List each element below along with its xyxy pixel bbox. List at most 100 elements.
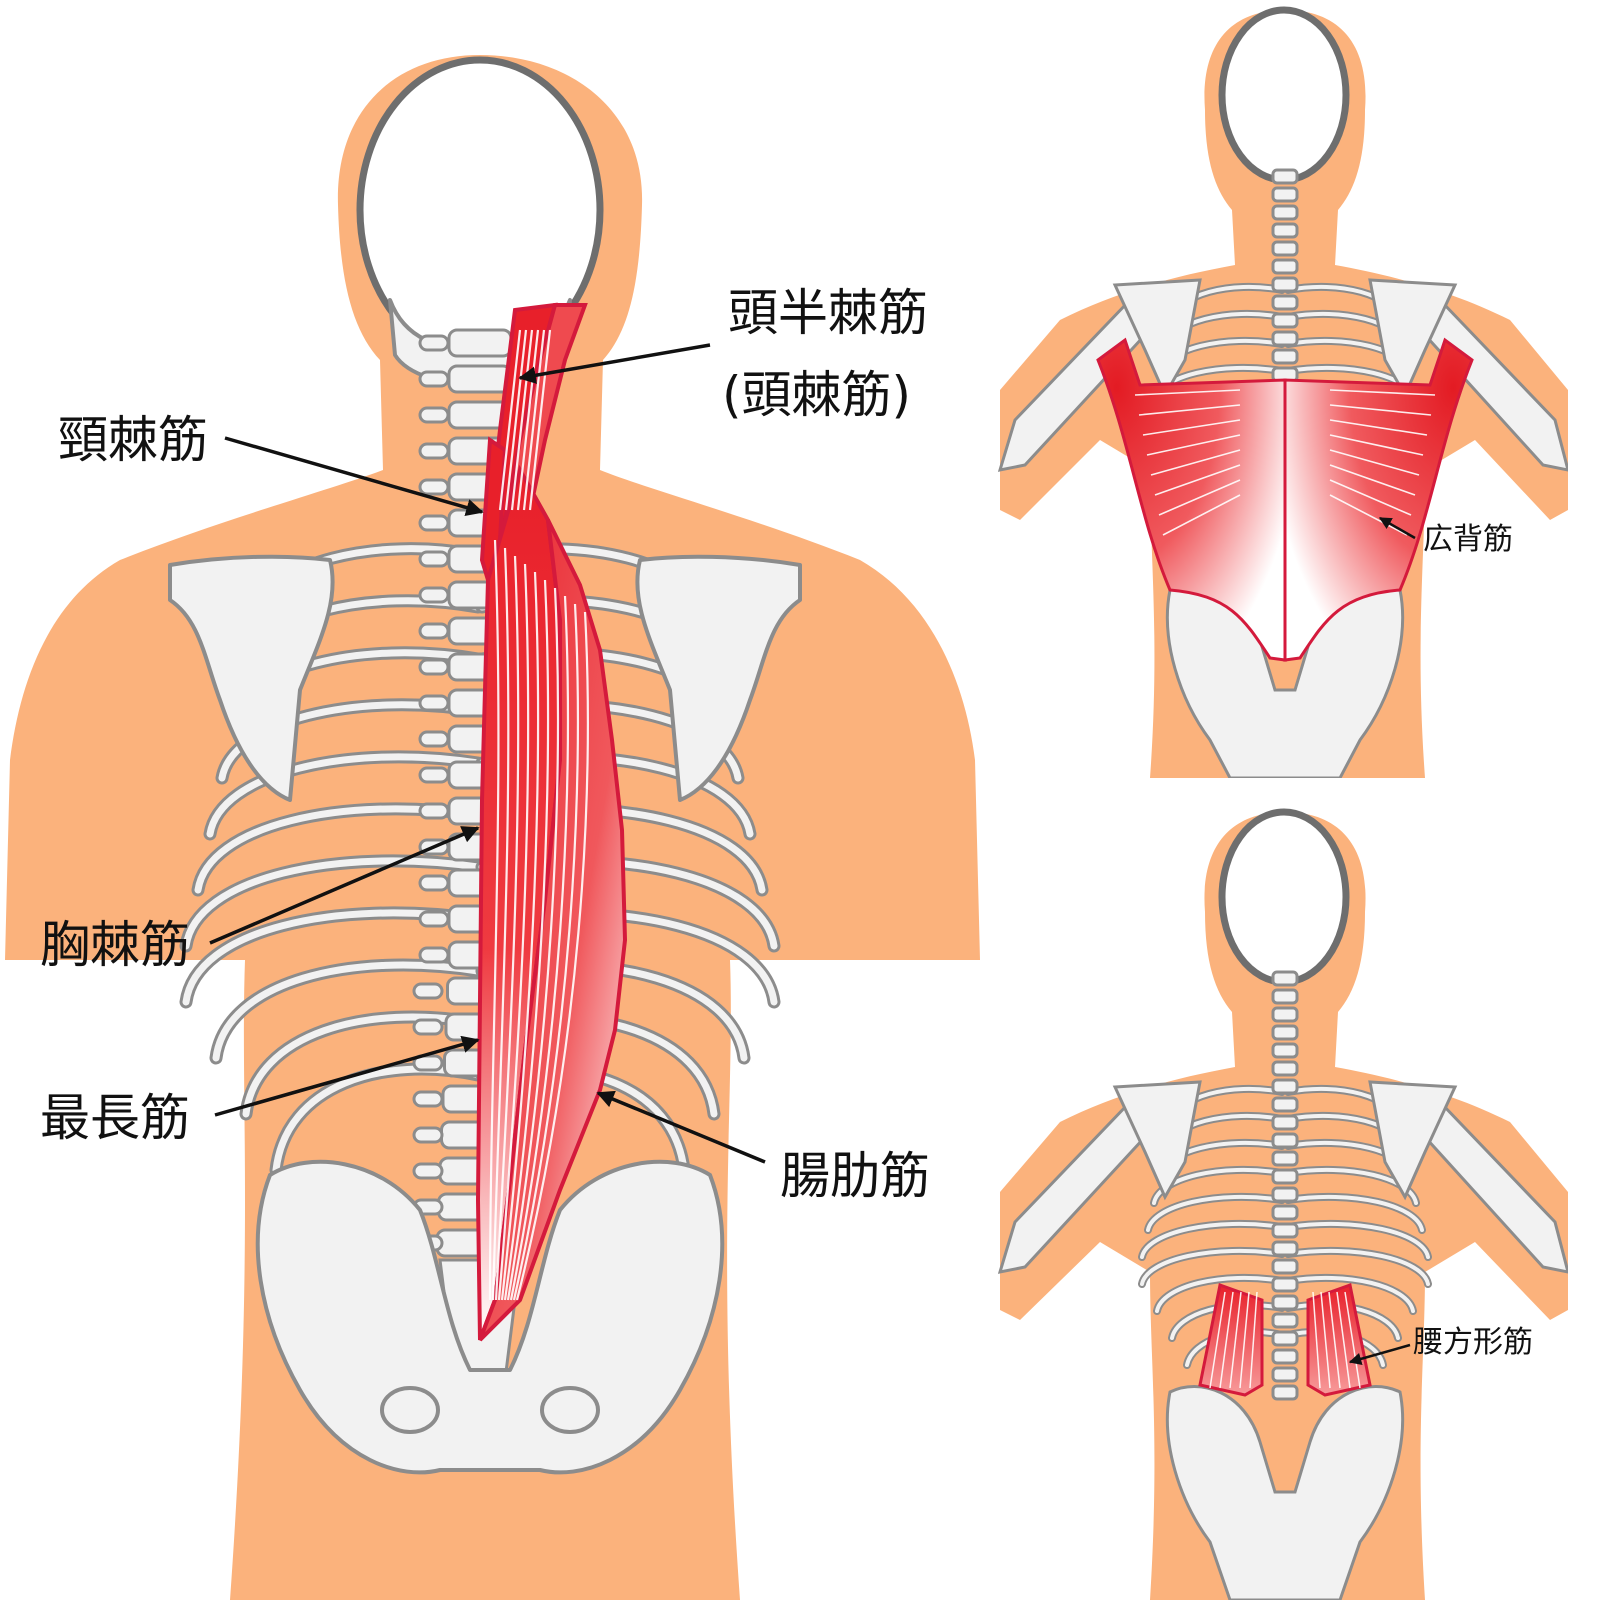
lat-fiber-left [1150, 449, 1241, 476]
leader-semispinalis [518, 343, 711, 384]
ql-fiber-left [1219, 1291, 1234, 1389]
ql-fiber-right [1336, 1291, 1351, 1389]
lat-head [1218, 6, 1350, 184]
ql-vertebra [1271, 1150, 1299, 1167]
main-right-obturator [540, 1386, 600, 1434]
lat-fiber-right [1329, 464, 1416, 496]
ql-vertebra [1271, 1276, 1299, 1293]
lat-vertebra [1271, 330, 1299, 347]
main-transverse-process [418, 730, 450, 748]
ql-vertebra [1271, 1114, 1299, 1131]
main-transverse-process [418, 370, 450, 388]
lat-fiber-left [1146, 434, 1241, 456]
main-transverse-process [418, 586, 450, 604]
lat-vertebra [1271, 186, 1299, 203]
ql-fiber-left [1209, 1291, 1226, 1389]
ql-vertebra [1271, 988, 1299, 1005]
main-vertebra [447, 328, 513, 358]
lat-vertebra [1271, 294, 1299, 311]
label-spinalis-capitis: (頭棘筋) [722, 366, 911, 424]
main-left-scapula [168, 554, 335, 802]
lat-vertebra [1271, 240, 1299, 257]
ql-rib-left-inner [1140, 1221, 1284, 1259]
main-transverse-process [418, 802, 450, 820]
ql-fiber-right [1320, 1291, 1331, 1389]
lat-fiber-left [1134, 389, 1241, 396]
label-iliocostalis: 腸肋筋 [780, 1147, 930, 1205]
lat-right-scapula [1368, 278, 1458, 399]
ql-vertebra [1271, 1384, 1299, 1401]
lat-vertebra [1271, 204, 1299, 221]
quadratus-figure: 腰方形筋 [998, 808, 1568, 1600]
main-pelvis [255, 1159, 725, 1475]
main-transverse-process [418, 406, 450, 424]
erector-fiber [491, 547, 510, 1301]
leader-spinalis-thoracis [209, 826, 480, 945]
erector-fiber [497, 563, 530, 1301]
label-quadratus-lumborum: 腰方形筋 [1413, 1325, 1533, 1360]
main-vertebra [447, 364, 513, 394]
ql-vertebra [1271, 1060, 1299, 1077]
leader-longissimus [214, 1035, 480, 1117]
main-transverse-process [418, 622, 450, 640]
main-transverse-process [418, 874, 450, 892]
erector-fiber [494, 555, 520, 1301]
ql-head [1218, 808, 1350, 986]
main-erector-spinae [475, 302, 628, 1342]
lat-fiber-left [1162, 494, 1241, 536]
ql-vertebra [1271, 1330, 1299, 1347]
main-transverse-process [418, 910, 450, 928]
leader-spinalis-cervicis [224, 436, 484, 517]
semispinalis-fiber [498, 329, 522, 511]
main-transverse-process [412, 1018, 444, 1036]
main-transverse-process [418, 694, 450, 712]
ql-vertebra [1271, 970, 1299, 987]
ql-vertebra [1271, 1132, 1299, 1149]
latissimus-figure: 広背筋 [998, 6, 1568, 778]
main-transverse-process [418, 442, 450, 460]
main-left-obturator [380, 1386, 440, 1434]
lat-fiber-right [1329, 419, 1428, 436]
lat-vertebra [1271, 312, 1299, 329]
main-transverse-process [418, 478, 450, 496]
main-figure: 頭半棘筋 (頭棘筋) 頸棘筋 胸棘筋 最長筋 腸肋筋 [5, 55, 980, 1600]
lat-fiber-right [1329, 449, 1420, 476]
ql-rib-right-inner [1286, 1248, 1430, 1286]
ql-vertebra [1271, 1204, 1299, 1221]
ql-fiber-right [1312, 1291, 1321, 1389]
ql-rib-right-inner [1286, 1275, 1415, 1313]
ql-fiber-right [1328, 1291, 1341, 1389]
ql-vertebra [1271, 1294, 1299, 1311]
ql-vertebra [1271, 1366, 1299, 1383]
lat-left-scapula [1112, 278, 1202, 399]
ql-vertebra [1271, 1222, 1299, 1239]
main-rib-left-inner [242, 1013, 482, 1118]
lat-fiber-right [1329, 494, 1408, 536]
main-transverse-process [418, 946, 450, 964]
ql-vertebra [1271, 1024, 1299, 1041]
lat-vertebra [1271, 168, 1299, 185]
main-transverse-process [418, 766, 450, 784]
main-transverse-process [412, 982, 444, 1000]
ql-vertebra [1271, 1042, 1299, 1059]
label-spinalis-thoracis: 胸棘筋 [40, 916, 190, 974]
erector-fiber [503, 579, 550, 1301]
lat-vertebra [1271, 276, 1299, 293]
lat-fiber-left [1158, 479, 1241, 516]
lat-fiber-right [1329, 389, 1436, 396]
erector-fiber [509, 595, 570, 1301]
ql-rib-left-inner [1155, 1275, 1284, 1313]
leader-quadratus [1348, 1343, 1411, 1365]
leader-latissimus [1378, 516, 1416, 540]
semispinalis-fiber [510, 329, 534, 511]
ql-vertebra [1271, 1078, 1299, 1095]
lat-vertebra [1271, 258, 1299, 275]
erector-fiber [500, 571, 540, 1301]
ql-fiber-left [1249, 1291, 1258, 1389]
leader-iliocostalis [596, 1090, 766, 1164]
ql-right-scapula [1368, 1080, 1458, 1201]
ql-vertebra [1271, 1240, 1299, 1257]
main-rib-left-inner [272, 1065, 482, 1174]
ql-rib-left-inner [1152, 1167, 1284, 1205]
ql-rib-left-inner [1146, 1194, 1284, 1232]
